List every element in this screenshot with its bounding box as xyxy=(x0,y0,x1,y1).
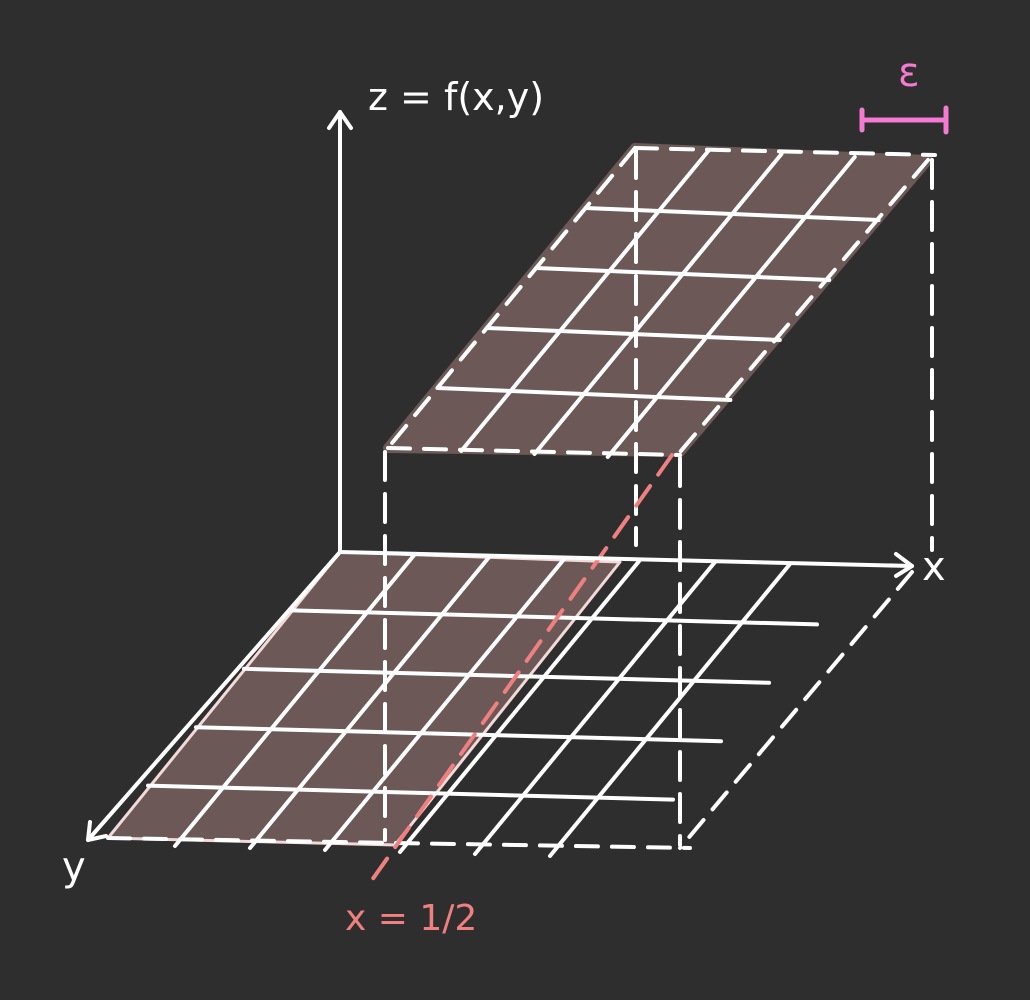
z-axis-label: z = f(x,y) xyxy=(368,75,544,119)
base-grid-row-line xyxy=(290,608,819,627)
axes xyxy=(86,110,914,842)
base-grid-diag-line xyxy=(323,556,567,852)
boundary-label: x = 1/2 xyxy=(345,898,477,939)
epsilon-marker xyxy=(859,105,949,135)
base-grid-diag-line xyxy=(398,558,642,854)
upper-grid-row-line xyxy=(484,326,782,342)
y-axis-arrowhead xyxy=(86,820,108,842)
z-axis-arrowhead xyxy=(327,110,353,130)
base-grid-diag-line xyxy=(548,562,792,858)
upper-edge-front xyxy=(386,446,682,457)
x-axis-line xyxy=(338,550,914,568)
epsilon-label: ε xyxy=(898,50,920,96)
upper-grid-diag-line xyxy=(532,152,784,456)
x-axis-label: x xyxy=(922,544,946,590)
base-grid-diag-line xyxy=(248,554,492,850)
dashed-guides xyxy=(106,146,937,882)
base-grid-row-line xyxy=(146,783,675,802)
upper-edge-left xyxy=(386,146,637,450)
base-grid-row-line xyxy=(194,725,723,744)
y-axis-label: y xyxy=(62,844,86,890)
upper-grid-diag-line xyxy=(459,149,711,453)
upper-grid-row-line xyxy=(534,266,832,282)
upper-plane-grid xyxy=(435,149,881,459)
base-edge-right xyxy=(678,570,914,850)
x-axis-arrowhead xyxy=(894,552,914,578)
boundary-line xyxy=(370,453,674,882)
upper-edge-back xyxy=(633,146,937,157)
upper-edge-right xyxy=(678,158,930,454)
base-grid-diag-line xyxy=(173,552,417,848)
y-axis-line xyxy=(86,550,342,842)
base-grid-diag-line xyxy=(473,560,717,856)
upper-grid-row-line xyxy=(435,386,733,402)
base-grid xyxy=(146,552,819,858)
upper-grid-diag-line xyxy=(605,155,857,459)
